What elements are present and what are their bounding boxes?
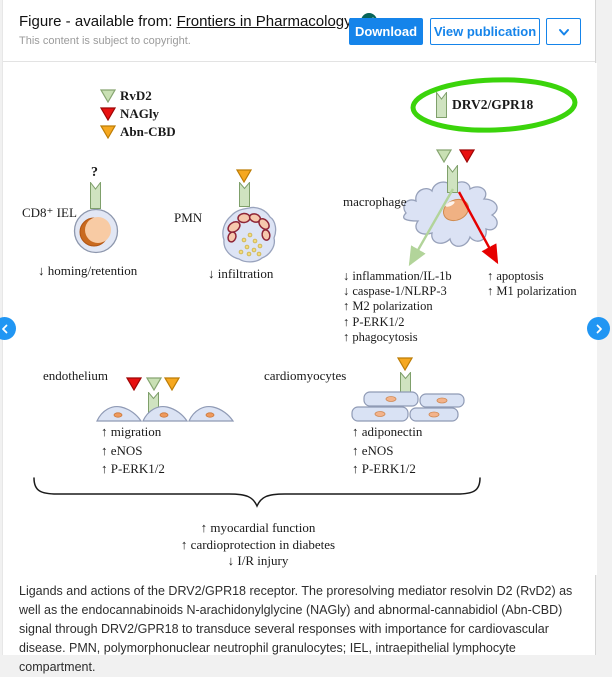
red-arrow <box>457 191 499 265</box>
nagly-triangle-icon <box>100 107 116 121</box>
effect-line: ↑ eNOS <box>352 442 394 458</box>
copyright-note: This content is subject to copyright. <box>19 35 191 47</box>
effect-line: ↓ caspase-1/NLRP-3 <box>343 284 447 299</box>
abncbd-triangle-icon <box>397 357 413 371</box>
header: Figure - available from: Frontiers in Ph… <box>3 0 595 62</box>
summary-effects: ↑ myocardial function ↑ cardioprotection… <box>118 520 398 570</box>
endothelium-label: endothelium <box>43 368 108 383</box>
rvd2-triangle-icon <box>436 149 452 163</box>
cd8-effect: ↓ homing/retention <box>38 263 138 278</box>
endothelium-cells <box>96 405 235 422</box>
effect-line: ↑ phagocytosis <box>343 329 418 344</box>
view-publication-button[interactable]: View publication <box>430 18 540 45</box>
pmn-effect: ↓ infiltration <box>208 266 274 281</box>
receptor-badge-label: DRV2/GPR18 <box>452 97 534 112</box>
effect-line: ↑ apoptosis <box>487 269 544 283</box>
legend-label: Abn-CBD <box>120 124 176 139</box>
effect-line: ↑ eNOS <box>101 442 143 458</box>
effect-line: ↑ adiponectin <box>352 424 423 439</box>
download-button[interactable]: Download <box>349 18 423 45</box>
legend-item-rvd2: RvD2 <box>100 87 176 105</box>
macrophage-red-effects: ↑ apoptosis ↑ M1 polarization <box>487 269 577 299</box>
endothelium-effects: ↑ migration ↑ eNOS ↑ P-ERK1/2 <box>101 423 165 479</box>
nagly-triangle-icon <box>126 377 142 391</box>
page-title: Figure - available from: Frontiers in Ph… <box>19 13 377 30</box>
hand-drawn-oval-icon <box>410 77 578 133</box>
legend-item-nagly: NAGly <box>100 105 176 123</box>
cd8-cell <box>73 208 119 254</box>
next-figure-button[interactable] <box>587 317 610 340</box>
curly-brace-icon <box>33 477 481 508</box>
green-arrow <box>408 188 455 267</box>
effect-line: ↑ P-ERK1/2 <box>343 314 405 329</box>
abncbd-triangle-icon <box>100 125 116 139</box>
effect-line: ↑ M1 polarization <box>487 284 577 299</box>
legend-item-abncbd: Abn-CBD <box>100 123 176 141</box>
cd8-label: CD8⁺ IEL <box>22 205 77 220</box>
chevron-right-icon <box>596 324 602 333</box>
effect-line: ↑ migration <box>101 424 162 439</box>
more-options-button[interactable] <box>546 18 581 45</box>
receptor-icon <box>436 92 447 118</box>
previous-figure-button[interactable] <box>0 317 16 340</box>
receptor-icon <box>447 165 458 193</box>
figure-image: RvD2 NAGly Abn-CBD DRV2/GPR18 ? <box>0 63 610 575</box>
effect-arrows <box>408 188 499 267</box>
chevron-left-icon <box>1 324 7 333</box>
macrophage-green-effects: ↓ inflammation/IL-1b ↓ caspase-1/NLRP-3 … <box>343 269 452 345</box>
nagly-triangle-icon <box>459 149 475 163</box>
rvd2-triangle-icon <box>146 377 162 391</box>
summary-line: ↑ myocardial function <box>200 520 316 535</box>
summary-line: ↓ I/R injury <box>227 553 289 568</box>
effect-line: ↑ P-ERK1/2 <box>352 461 416 476</box>
ligand-legend: RvD2 NAGly Abn-CBD <box>100 87 176 141</box>
receptor-icon <box>239 182 250 207</box>
legend-label: RvD2 <box>120 88 152 103</box>
macrophage-cell <box>403 181 498 247</box>
receptor-badge: DRV2/GPR18 <box>408 75 580 137</box>
figure-caption: Ligands and actions of the DRV2/GPR18 re… <box>19 584 573 674</box>
effect-line: ↓ inflammation/IL-1b <box>343 269 452 283</box>
title-prefix: Figure - available from: <box>19 13 173 30</box>
summary-line: ↑ cardioprotection in diabetes <box>180 536 336 552</box>
pmn-cell <box>222 206 277 263</box>
cardiomyocytes-effects: ↑ adiponectin ↑ eNOS ↑ P-ERK1/2 <box>352 423 422 479</box>
abncbd-triangle-icon <box>164 377 180 391</box>
pmn-label: PMN <box>174 210 203 225</box>
source-link[interactable]: Frontiers in Pharmacology <box>176 13 352 30</box>
legend-label: NAGly <box>120 106 159 121</box>
abncbd-triangle-icon <box>236 169 252 183</box>
effect-line: ↑ P-ERK1/2 <box>101 461 165 476</box>
question-mark: ? <box>91 165 98 180</box>
receptor-icon <box>90 182 101 209</box>
macrophage-label: macrophage <box>343 194 407 209</box>
effect-line: ↑ M2 polarization <box>343 299 433 314</box>
cardiomyocytes-label: cardiomyocytes <box>264 368 347 383</box>
rvd2-triangle-icon <box>100 89 116 103</box>
cardiomyocyte-cells <box>351 391 465 422</box>
chevron-down-icon <box>558 28 569 35</box>
